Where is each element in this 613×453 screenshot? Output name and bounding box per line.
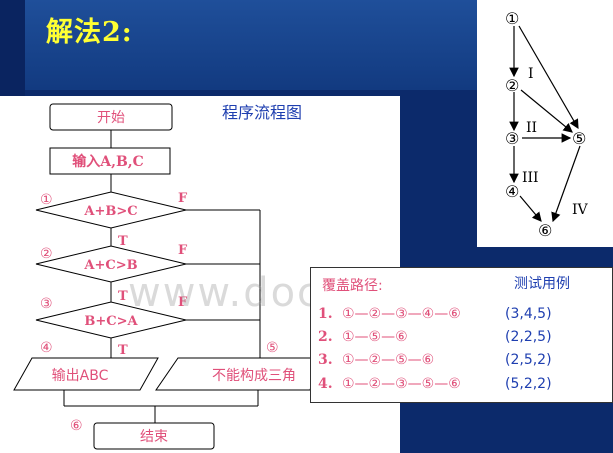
slide-title: 解法2: xyxy=(46,17,133,48)
flow-output-yes-label: 输出ABC xyxy=(52,368,109,384)
coverage-panel xyxy=(310,267,613,403)
edge-2-5 xyxy=(520,89,573,133)
flow-output-no-label: 不能构成三角 xyxy=(212,368,296,384)
graph-node-5: ⑤ xyxy=(572,129,586,148)
coverage-row-1-path: ①—②—③—④—⑥ xyxy=(342,306,461,322)
flow-input-label: 输入A,B,C xyxy=(72,153,144,170)
graph-node-2: ② xyxy=(505,76,519,95)
graph-node-6: ⑥ xyxy=(538,221,552,240)
edge-5-6 xyxy=(551,145,581,223)
graph-region-2: II xyxy=(526,120,537,136)
graph-node-4: ④ xyxy=(505,182,519,201)
flow-mark-4: ④ xyxy=(40,340,53,356)
flow-f-label-1: F xyxy=(178,191,188,206)
coverage-row-3-num: 3. xyxy=(318,352,333,368)
graph-region-3: III xyxy=(522,170,539,186)
coverage-path-header: 覆盖路径: xyxy=(322,278,383,294)
flow-mark-5: ⑤ xyxy=(266,340,279,356)
flow-t-label-2: T xyxy=(118,289,128,304)
coverage-row-3-path: ①—②—⑤—⑥ xyxy=(342,352,434,368)
coverage-row-2-path: ①—⑤—⑥ xyxy=(342,329,408,345)
coverage-row-1-case: (3,4,5) xyxy=(505,306,552,322)
coverage-row-4-case: (5,2,2) xyxy=(505,376,552,392)
flow-cond3-label: B+C>A xyxy=(84,314,138,329)
graph-node-1: ① xyxy=(505,9,519,28)
edge-1-5 xyxy=(518,25,579,130)
flow-start-label: 开始 xyxy=(97,110,125,126)
edge-4-6 xyxy=(519,195,542,222)
flow-cond1-label: A+B>C xyxy=(83,204,137,219)
graph-region-1: I xyxy=(528,66,534,82)
flow-mark-2: ② xyxy=(40,246,53,262)
coverage-row-3-case: (2,5,2) xyxy=(505,352,552,368)
graph-region-4: IV xyxy=(572,202,589,218)
coverage-row-1-num: 1. xyxy=(318,306,333,322)
coverage-case-header: 测试用例 xyxy=(514,276,570,292)
flow-end-label: 结束 xyxy=(140,429,168,445)
flow-f-label-2: F xyxy=(178,243,188,258)
flow-t-label-1: T xyxy=(118,234,128,249)
flowchart-title: 程序流程图 xyxy=(222,103,302,122)
flow-cond2-label: A+C>B xyxy=(83,258,137,273)
flow-t-label-3: T xyxy=(118,343,128,358)
flow-mark-6: ⑥ xyxy=(70,418,83,434)
flow-mark-3: ③ xyxy=(40,296,53,312)
flow-mark-1: ① xyxy=(40,192,53,208)
flow-output-yes xyxy=(13,357,159,391)
graph-node-3: ③ xyxy=(505,129,519,148)
coverage-row-4-num: 4. xyxy=(318,376,333,392)
coverage-row-2-case: (2,2,5) xyxy=(505,329,552,345)
coverage-row-2-num: 2. xyxy=(318,329,333,345)
flow-graph-panel xyxy=(477,0,613,247)
coverage-row-4-path: ①—②—③—⑤—⑥ xyxy=(342,376,461,392)
flow-input-box xyxy=(49,147,171,175)
flow-end-box xyxy=(93,422,215,450)
flow-f-label-3: F xyxy=(178,295,188,310)
